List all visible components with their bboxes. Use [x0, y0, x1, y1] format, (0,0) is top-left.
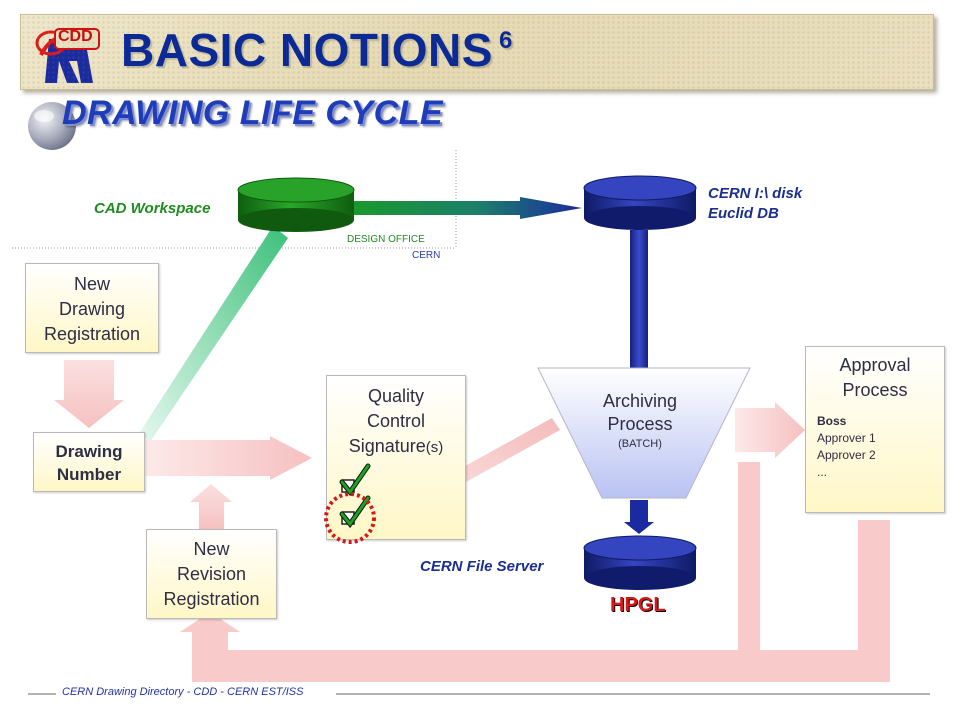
quality-control-line1: Quality — [367, 386, 425, 406]
new-revision-line1: New — [193, 539, 230, 559]
cern-disk-label: CERN I:\ disk Euclid DB — [708, 184, 802, 224]
logo-text: CDD — [58, 28, 93, 45]
approval-title-line2: Process — [842, 380, 908, 400]
cern-disk-label-line1: CERN I:\ disk — [708, 185, 803, 202]
approver-item: Boss — [817, 414, 847, 428]
approver-list: Boss Approver 1 Approver 2 ... — [806, 413, 944, 481]
new-drawing-line3: Registration — [43, 324, 141, 344]
new-revision-line2: Revision — [176, 564, 247, 584]
signature-circle-icon — [324, 492, 376, 544]
new-drawing-line1: New — [73, 274, 110, 294]
title-number: 6 — [498, 27, 513, 54]
cern-disk-label-line2: Euclid DB — [708, 205, 779, 222]
signature-suffix: (s) — [425, 439, 444, 456]
new-revision-line3: Registration — [163, 589, 260, 609]
footer-text: CERN Drawing Directory - CDD - CERN EST/… — [62, 686, 304, 698]
drawing-number-line1: Drawing — [55, 442, 123, 461]
approval-process-box: Approval Process Boss Approver 1 Approve… — [805, 346, 945, 513]
archiving-line1: Archiving — [602, 391, 678, 411]
archiving-line3: (BATCH) — [618, 438, 662, 450]
bullet-sphere-icon — [28, 102, 76, 150]
drawing-number-line2: Number — [56, 465, 122, 484]
title-text: BASIC NOTIONS — [121, 24, 493, 76]
quality-control-line3: Signature(s) — [327, 434, 465, 460]
archiving-line2: Process — [607, 414, 673, 434]
cern-boundary-label: CERN — [412, 250, 441, 261]
cad-workspace-cylinder — [237, 177, 355, 232]
archiving-process-label: Archiving Process (BATCH) — [560, 390, 720, 452]
cern-disk-cylinder — [583, 175, 697, 230]
new-drawing-registration-box: New Drawing Registration — [25, 263, 159, 353]
design-office-label: DESIGN OFFICE — [347, 234, 425, 245]
quality-control-line2: Control — [366, 411, 426, 431]
approver-item: Approver 2 — [817, 448, 876, 462]
signature-checkmarks — [324, 463, 376, 544]
signature-text: Signature — [348, 436, 426, 456]
section-subtitle: DRAWING LIFE CYCLE — [62, 94, 444, 132]
new-revision-registration-box: New Revision Registration — [146, 529, 277, 619]
approver-item: ... — [817, 465, 828, 479]
cern-file-server-label: CERN File Server — [420, 558, 544, 575]
hpgl-label: HPGL — [610, 594, 666, 616]
approver-item: Approver 1 — [817, 431, 876, 445]
new-drawing-line2: Drawing — [58, 299, 126, 319]
approval-title-line1: Approval — [839, 355, 911, 375]
file-server-cylinder — [583, 535, 697, 590]
drawing-number-box: Drawing Number — [33, 432, 145, 492]
cad-workspace-label: CAD Workspace — [94, 200, 211, 217]
